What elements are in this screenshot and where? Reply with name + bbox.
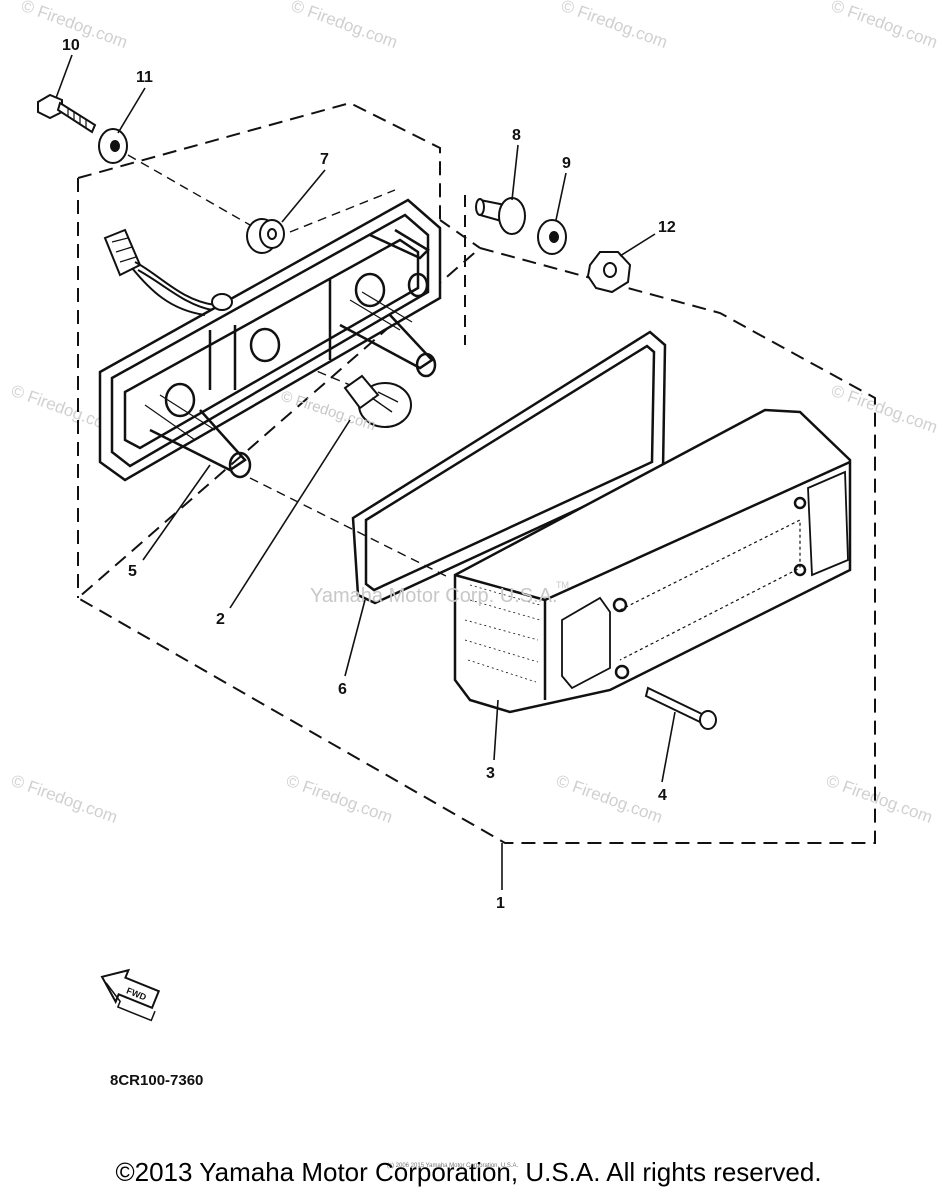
wire-connector xyxy=(103,228,233,316)
copyright-notice: ©2013 Yamaha Motor Corporation, U.S.A. A… xyxy=(115,1157,822,1187)
collar-8 xyxy=(475,197,526,235)
watermark: © Firedog.com xyxy=(289,0,400,52)
washer-11 xyxy=(98,128,128,164)
leader-lines xyxy=(127,154,451,579)
callout-5: 5 xyxy=(128,563,137,580)
assembly-outline xyxy=(76,101,876,844)
washer-9 xyxy=(537,219,567,255)
callout-11: 11 xyxy=(136,69,153,86)
callout-1: 1 xyxy=(496,895,505,912)
callout-3: 3 xyxy=(486,765,495,782)
callout-2: 2 xyxy=(216,611,225,628)
center-watermark: Yamaha Motor Corp. U.S.A. xyxy=(310,585,558,607)
part-code: 8CR100-7360 xyxy=(110,1072,203,1089)
callout-7: 7 xyxy=(320,151,329,168)
callout-9: 9 xyxy=(562,155,571,172)
bolt-10 xyxy=(37,93,97,134)
fwd-arrow: FWD xyxy=(100,968,161,1022)
tm-mark: TM xyxy=(556,580,569,590)
watermark: © Firedog.com xyxy=(829,0,937,52)
assembly-outline-inner xyxy=(439,195,481,345)
watermark: © Firedog.com xyxy=(829,381,937,437)
watermark: © Firedog.com xyxy=(9,771,120,827)
callout-leaders xyxy=(55,54,676,890)
lens-3 xyxy=(453,408,852,714)
bulb-2 xyxy=(343,374,412,428)
watermark: © Firedog.com xyxy=(824,771,935,827)
tiny-notice: (c) 2006 2015 Yamaha Motor Corporation, … xyxy=(387,1163,519,1169)
callout-6: 6 xyxy=(338,681,347,698)
callout-10: 10 xyxy=(62,37,80,54)
nut-12 xyxy=(586,251,632,294)
grommet-7 xyxy=(246,218,285,254)
watermark: © Firedog.com xyxy=(554,771,665,827)
callouts: 10 11 7 8 9 12 5 2 6 3 4 1 xyxy=(62,37,676,912)
callout-8: 8 xyxy=(512,127,521,144)
watermark: © Firedog.com xyxy=(559,0,670,52)
callout-4: 4 xyxy=(658,787,667,804)
lamp-housing xyxy=(98,198,442,482)
screw-4 xyxy=(644,686,717,730)
callout-12: 12 xyxy=(658,219,676,236)
watermark: © Firedog.com xyxy=(284,771,395,827)
